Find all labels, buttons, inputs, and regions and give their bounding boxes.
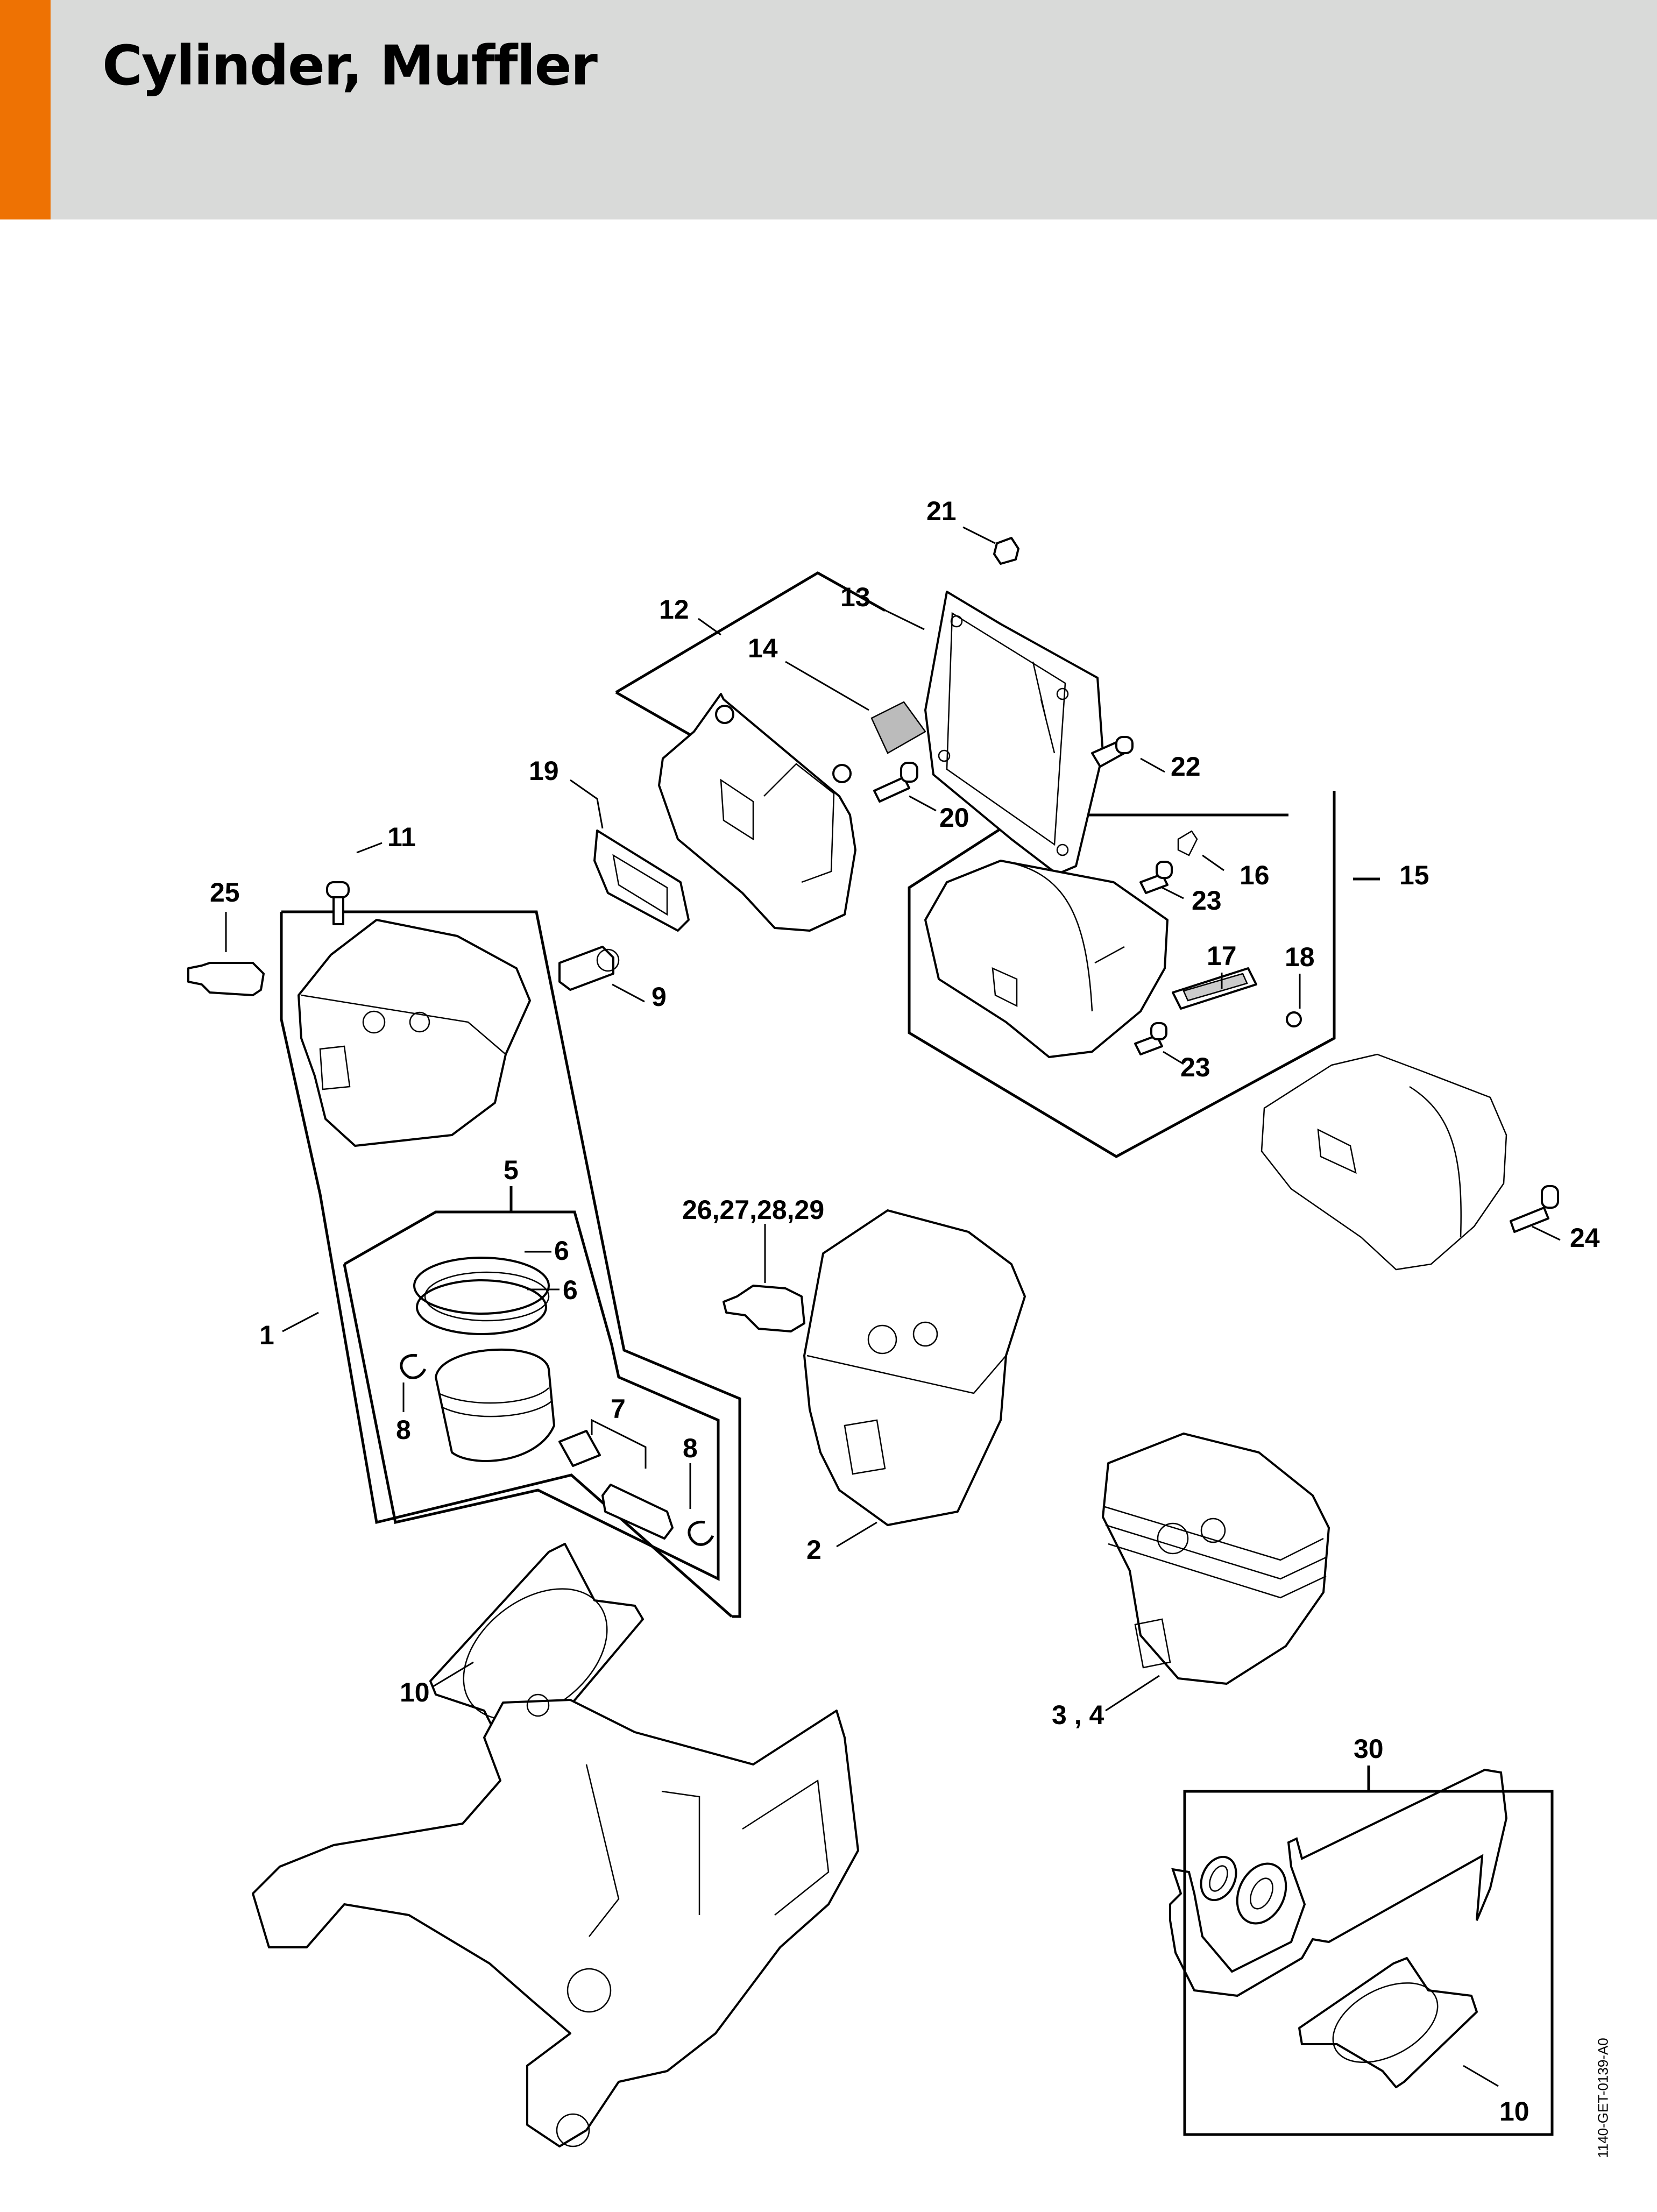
- part-25-spark-plug: [187, 962, 265, 996]
- callout-18: 18: [1285, 942, 1315, 972]
- page-header: Cylinder, Muffler: [0, 0, 1657, 219]
- part-22-screw: [1091, 736, 1134, 768]
- part-9-decompression-valve: [558, 946, 620, 991]
- page-title: Cylinder, Muffler: [102, 34, 598, 98]
- callout-11: 11: [387, 822, 416, 852]
- kit-5-frame: [343, 1210, 720, 1582]
- part-17-spark-arrestor: [1172, 967, 1257, 1010]
- part-8b-snap-ring: [688, 1521, 714, 1546]
- part-24-screw: [1510, 1185, 1559, 1233]
- callout-13: 13: [840, 582, 870, 612]
- callout-8a: 8: [396, 1415, 411, 1445]
- callout-3-4: 3 , 4: [1052, 1700, 1104, 1730]
- document-code: 1140-GET-0139-A0: [1592, 2033, 1614, 2163]
- part-7-needle-cage-pin: [558, 1419, 674, 1540]
- callout-30: 30: [1354, 1734, 1384, 1764]
- part-23a-screw: [1139, 861, 1173, 894]
- callout-10b: 10: [1499, 2096, 1529, 2126]
- callout-9: 9: [652, 982, 667, 1012]
- callout-5: 5: [504, 1155, 519, 1185]
- part-30-shaft-seals: [1200, 1855, 1287, 1925]
- part-21-nut: [993, 537, 1019, 565]
- callout-12: 12: [659, 594, 689, 625]
- part-15-muffler: [924, 860, 1169, 1058]
- callout-23a: 23: [1192, 885, 1222, 916]
- callout-20: 20: [939, 803, 969, 833]
- part-24-muffler: [1261, 1053, 1507, 1271]
- callout-17: 17: [1207, 941, 1237, 971]
- part-crankcase: [252, 1693, 859, 2147]
- part-18-screw: [1286, 1011, 1302, 1027]
- part-30-crankcase-gasket: [1169, 1768, 1508, 1997]
- callout-21: 21: [926, 496, 957, 526]
- part-3-4-cylinder: [1102, 1433, 1330, 1685]
- callout-23b: 23: [1180, 1052, 1210, 1082]
- callout-15: 15: [1399, 860, 1429, 890]
- part-26-29-spark-plug: [723, 1285, 805, 1332]
- part-5-piston: [435, 1348, 555, 1462]
- callout-2: 2: [806, 1535, 822, 1565]
- callout-24: 24: [1570, 1223, 1600, 1253]
- leader-lines: [225, 526, 1561, 2087]
- kit-12-bracket: [615, 571, 886, 694]
- part-8a-snap-ring: [400, 1354, 427, 1379]
- kit-1-frame-left: [280, 912, 733, 1618]
- callout-6b: 6: [563, 1275, 578, 1305]
- part-10b-cylinder-gasket: [1298, 1957, 1478, 2088]
- kit-1-frame: [281, 910, 741, 1618]
- part-23b-screw: [1134, 1022, 1167, 1055]
- kit-30-frame: [1183, 1790, 1554, 2136]
- callout-25: 25: [210, 877, 240, 908]
- part-6-piston-rings: [413, 1257, 550, 1335]
- document-code-text: 1140-GET-0139-A0: [1595, 2038, 1611, 2158]
- part-11-screw: [326, 881, 350, 925]
- part-2-cylinder: [803, 1209, 1026, 1526]
- callout-10a: 10: [400, 1677, 430, 1707]
- callout-7: 7: [611, 1394, 626, 1424]
- callout-1: 1: [259, 1320, 274, 1350]
- callout-6a: 6: [554, 1236, 569, 1266]
- header-accent-bar: [0, 0, 51, 219]
- part-14-screen: [870, 701, 926, 754]
- kit-12-bracket-leg: [615, 691, 695, 739]
- callout-8b: 8: [683, 1433, 698, 1463]
- part-13-muffler-shell: [924, 591, 1104, 875]
- callout-19: 19: [529, 756, 559, 786]
- part-20-screw: [873, 762, 918, 803]
- callout-26-29: 26,27,28,29: [682, 1195, 824, 1225]
- part-12-muffler: [658, 693, 856, 932]
- callout-16: 16: [1240, 860, 1270, 890]
- part-16-clip: [1177, 830, 1198, 856]
- part-19-muffler-gasket: [593, 830, 690, 932]
- callout-22: 22: [1171, 751, 1201, 782]
- callout-14: 14: [748, 633, 778, 663]
- part-1-cylinder: [298, 919, 531, 1147]
